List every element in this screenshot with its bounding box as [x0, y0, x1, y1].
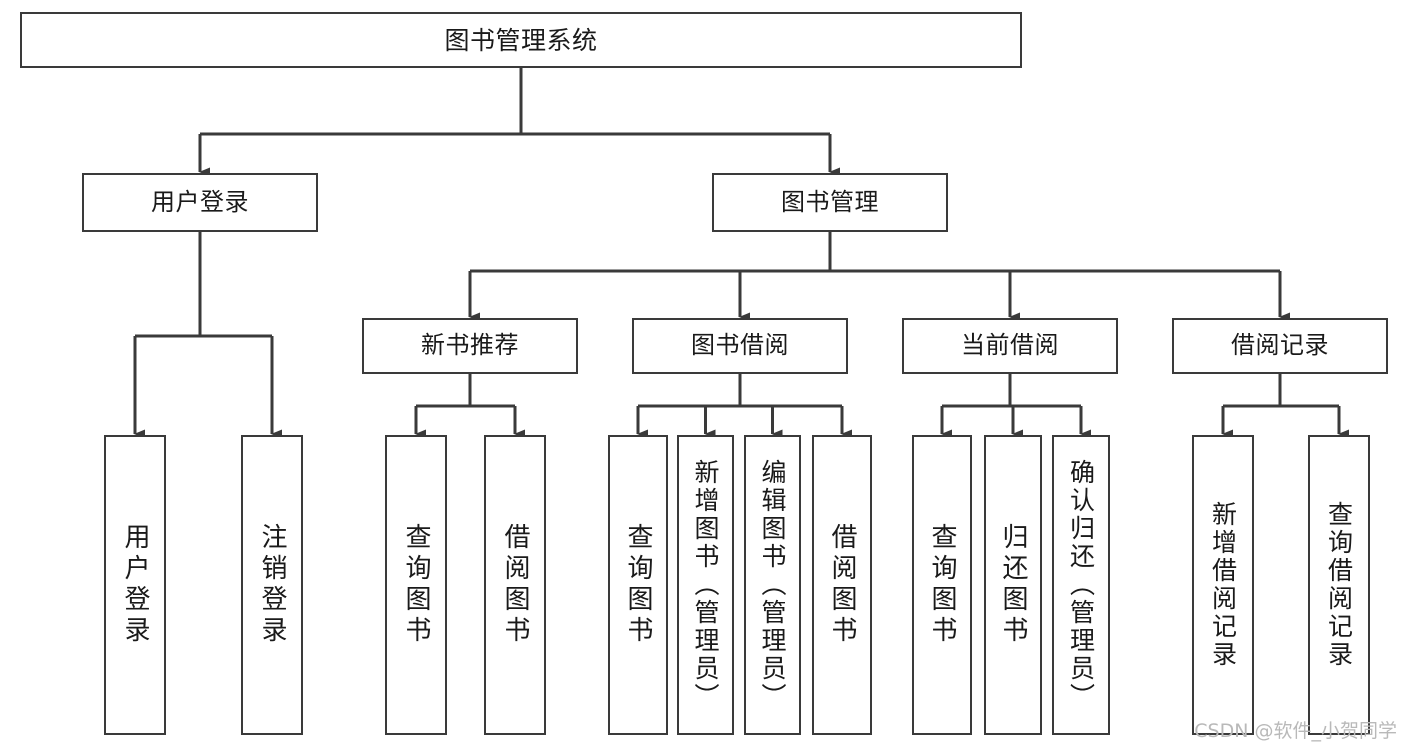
leaf-add-loan-record-label: 新增借阅记录	[1208, 501, 1238, 669]
leaf-return-book[interactable]: 归还图书	[984, 435, 1042, 735]
leaf-borrow-book-2[interactable]: 借阅图书	[812, 435, 872, 735]
leaf-user-login[interactable]: 用户登录	[104, 435, 166, 735]
node-book-borrow[interactable]: 图书借阅	[632, 318, 848, 374]
leaf-edit-book[interactable]: 编辑图书（管理员）	[744, 435, 801, 735]
leaf-query-loan-record[interactable]: 查询借阅记录	[1308, 435, 1370, 735]
leaf-query-book-2-label: 查询图书	[623, 523, 653, 647]
node-loan-record[interactable]: 借阅记录	[1172, 318, 1388, 374]
leaf-query-book-3[interactable]: 查询图书	[912, 435, 972, 735]
leaf-borrow-book-1[interactable]: 借阅图书	[484, 435, 546, 735]
node-new-book-recommend[interactable]: 新书推荐	[362, 318, 578, 374]
leaf-query-loan-record-label: 查询借阅记录	[1324, 501, 1354, 669]
leaf-borrow-book-2-label: 借阅图书	[827, 523, 857, 647]
node-book-manage-label: 图书管理	[781, 187, 879, 216]
leaf-add-book-label: 新增图书（管理员）	[691, 459, 720, 711]
leaf-borrow-book-1-label: 借阅图书	[500, 523, 530, 647]
leaf-add-book[interactable]: 新增图书（管理员）	[677, 435, 734, 735]
node-user-login-label: 用户登录	[151, 187, 249, 216]
leaf-query-book-2[interactable]: 查询图书	[608, 435, 668, 735]
node-book-manage[interactable]: 图书管理	[712, 173, 948, 232]
leaf-confirm-return[interactable]: 确认归还（管理员）	[1052, 435, 1110, 735]
node-book-borrow-label: 图书借阅	[691, 331, 789, 360]
leaf-user-login-label: 用户登录	[120, 523, 150, 647]
leaf-add-loan-record[interactable]: 新增借阅记录	[1192, 435, 1254, 735]
watermark: CSDN @软件_小贺同学	[1194, 720, 1397, 742]
leaf-query-book-1[interactable]: 查询图书	[385, 435, 447, 735]
node-loan-record-label: 借阅记录	[1231, 331, 1329, 360]
node-root-label: 图书管理系统	[444, 25, 598, 55]
node-new-book-recommend-label: 新书推荐	[421, 331, 519, 360]
leaf-user-logout[interactable]: 注销登录	[241, 435, 303, 735]
node-current-loan-label: 当前借阅	[961, 331, 1059, 360]
node-user-login[interactable]: 用户登录	[82, 173, 318, 232]
leaf-confirm-return-label: 确认归还（管理员）	[1066, 459, 1096, 711]
leaf-query-book-3-label: 查询图书	[927, 523, 957, 647]
leaf-user-logout-label: 注销登录	[257, 523, 287, 647]
leaf-edit-book-label: 编辑图书（管理员）	[758, 459, 787, 711]
node-current-loan[interactable]: 当前借阅	[902, 318, 1118, 374]
node-root[interactable]: 图书管理系统	[20, 12, 1022, 68]
leaf-query-book-1-label: 查询图书	[401, 523, 431, 647]
leaf-return-book-label: 归还图书	[998, 523, 1028, 647]
